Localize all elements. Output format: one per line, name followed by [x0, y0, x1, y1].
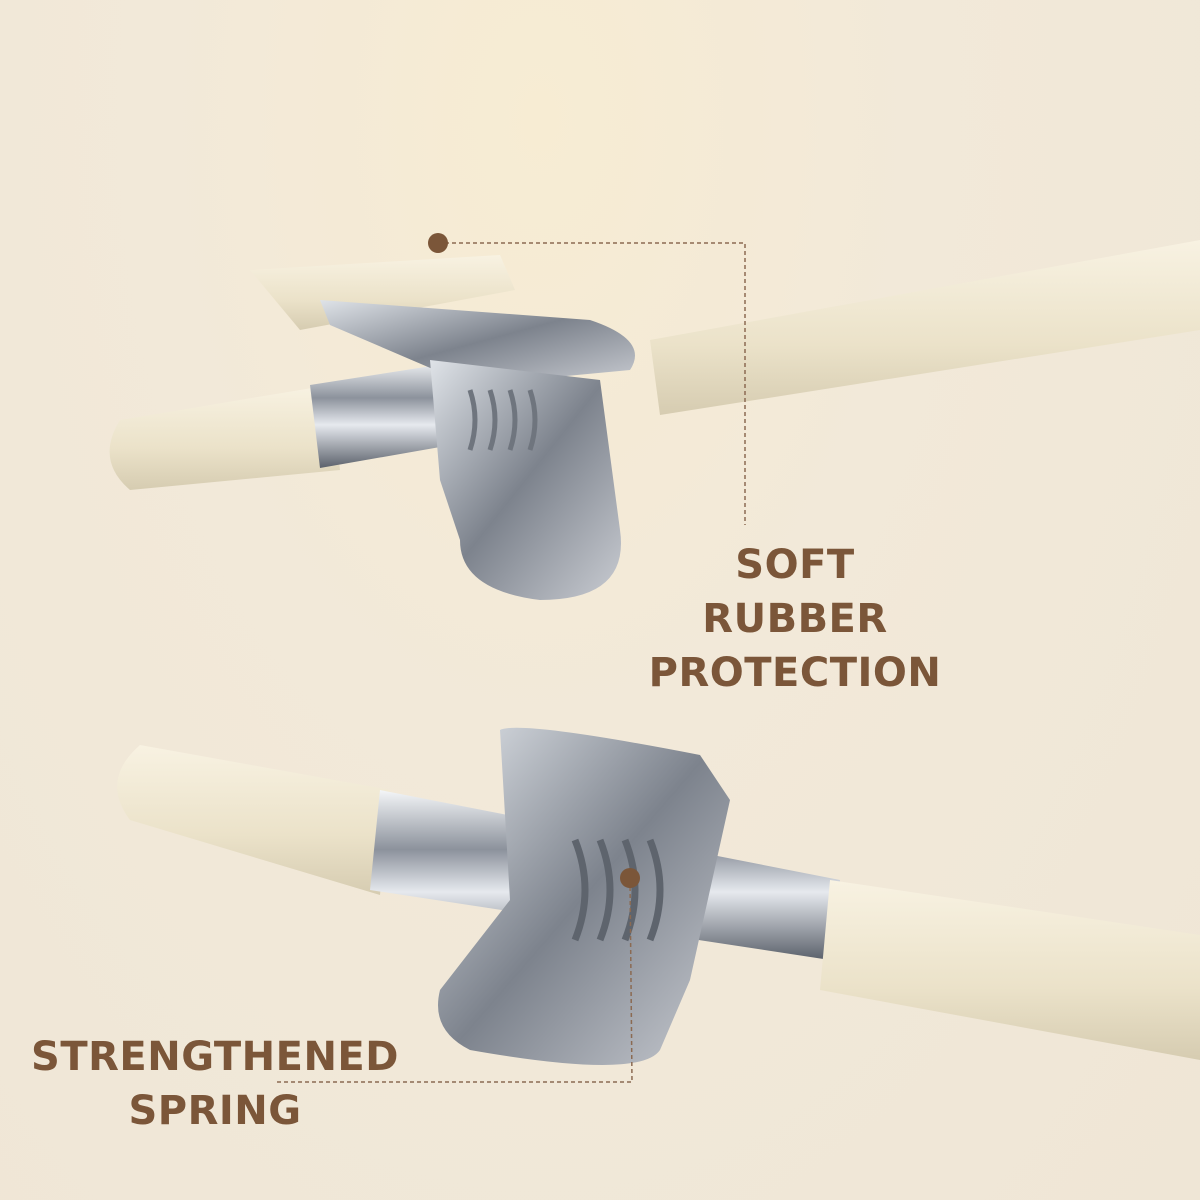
top-clip: [109, 240, 1200, 600]
label-line-2: PROTECTION: [648, 650, 942, 696]
label-line-1: STRENGTHENED: [31, 1034, 399, 1080]
label-line-2: SPRING: [128, 1088, 302, 1134]
callout-top-dot: [428, 233, 448, 253]
soft-rubber-protection-label: SOFT RUBBER PROTECTION: [640, 538, 950, 700]
callout-bottom-dot: [620, 868, 640, 888]
strengthened-spring-label: STRENGTHENED SPRING: [30, 1030, 400, 1138]
bottom-clip: [117, 727, 1200, 1065]
label-line-1: SOFT RUBBER: [702, 542, 888, 642]
